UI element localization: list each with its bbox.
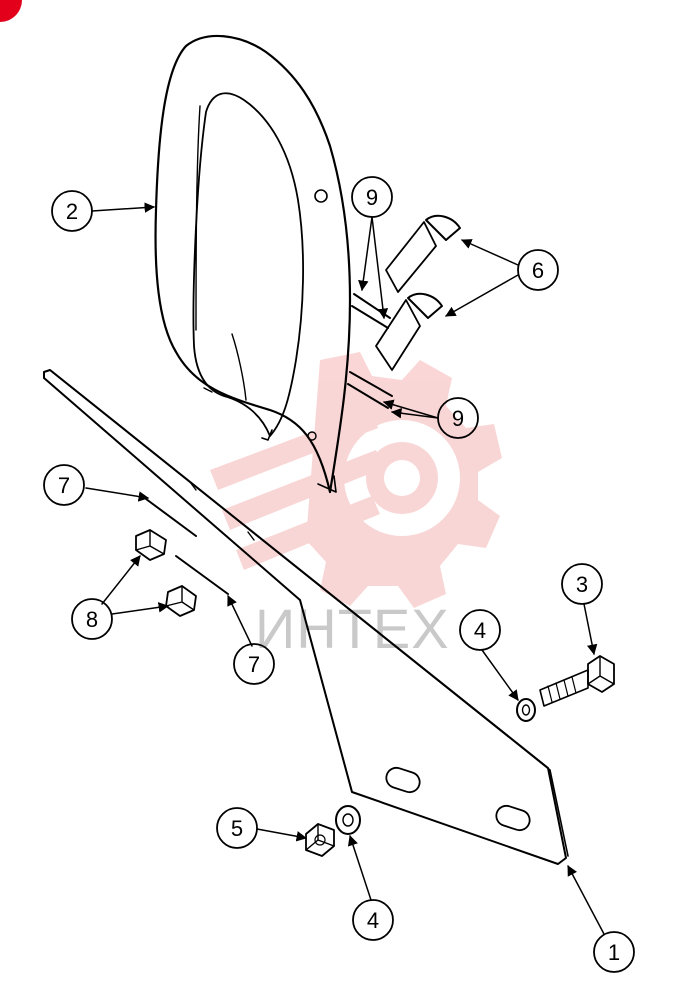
plate-slot-upper bbox=[385, 766, 421, 794]
washer-part-4-upper bbox=[516, 698, 536, 722]
nut-part-5 bbox=[305, 823, 335, 857]
svg-text:5: 5 bbox=[231, 816, 243, 841]
svg-text:6: 6 bbox=[532, 258, 544, 283]
callout-4-upper: 4 bbox=[459, 609, 501, 651]
callout-9-upper: 9 bbox=[351, 176, 393, 218]
svg-text:4: 4 bbox=[367, 908, 379, 933]
svg-text:8: 8 bbox=[86, 607, 98, 632]
watermark-text: ИНТЕХ bbox=[255, 597, 450, 660]
callout-8: 8 bbox=[71, 598, 113, 640]
svg-text:3: 3 bbox=[576, 572, 588, 597]
corner-badge bbox=[0, 0, 22, 22]
handle-part-2 bbox=[154, 34, 352, 494]
callout-7-lower: 7 bbox=[233, 643, 275, 685]
callout-2: 2 bbox=[51, 190, 93, 232]
carriage-bolts-part-6 bbox=[375, 214, 461, 371]
svg-text:9: 9 bbox=[366, 185, 378, 210]
svg-text:7: 7 bbox=[248, 652, 260, 677]
callout-7-upper: 7 bbox=[43, 464, 85, 506]
callout-3: 3 bbox=[561, 563, 603, 605]
watermark-gear-logo bbox=[210, 352, 502, 608]
callout-5: 5 bbox=[216, 807, 258, 849]
plate-part-1 bbox=[43, 369, 569, 865]
callout-4-lower: 4 bbox=[352, 899, 394, 941]
svg-text:1: 1 bbox=[608, 940, 620, 965]
svg-text:7: 7 bbox=[58, 473, 70, 498]
hex-bolt-part-3 bbox=[539, 655, 615, 707]
callout-1: 1 bbox=[593, 931, 635, 973]
callout-9-lower: 9 bbox=[437, 397, 479, 439]
svg-text:2: 2 bbox=[66, 199, 78, 224]
leader-lines bbox=[85, 202, 605, 935]
nuts-part-8 bbox=[135, 529, 197, 617]
pins-part-7 bbox=[141, 495, 229, 595]
svg-text:9: 9 bbox=[452, 406, 464, 431]
plate-slot-lower bbox=[495, 804, 531, 832]
svg-text:4: 4 bbox=[474, 618, 486, 643]
washer-part-4-lower bbox=[335, 805, 361, 835]
callout-6: 6 bbox=[517, 249, 559, 291]
